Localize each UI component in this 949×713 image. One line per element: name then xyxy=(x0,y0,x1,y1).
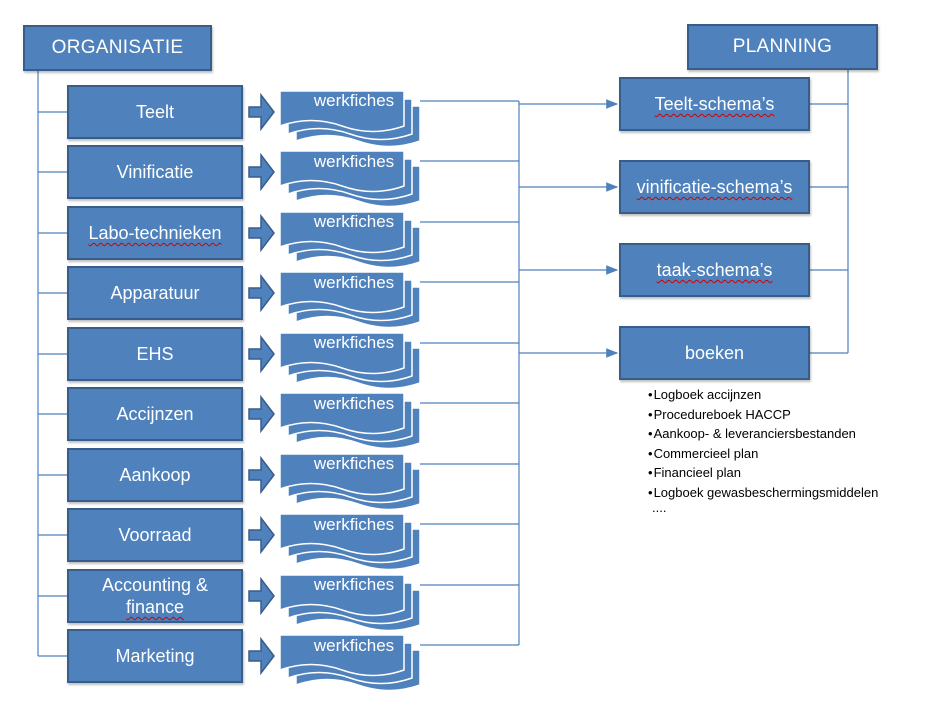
category-accounting-finance: Accounting & finance xyxy=(67,569,243,623)
block-arrow-icon xyxy=(248,455,275,495)
category-voorraad: Voorraad xyxy=(67,508,243,562)
planning-item-label: boeken xyxy=(684,343,745,363)
planning-boeken: boeken xyxy=(619,326,810,380)
block-arrow-icon xyxy=(248,334,275,374)
category-label: EHS xyxy=(136,344,174,364)
planning-vinificatie-schemas: vinificatie-schema’s xyxy=(619,160,810,214)
list-item: Commercieel plan xyxy=(648,444,878,464)
planning-item-label: vinificatie-schema’s xyxy=(636,177,793,197)
block-arrow-icon xyxy=(248,152,275,192)
planning-label: PLANNING xyxy=(732,36,833,57)
category-label: Voorraad xyxy=(118,525,192,545)
block-arrow-icon xyxy=(248,213,275,253)
werkfiches-label: werkfiches xyxy=(313,394,395,413)
category-ehs: EHS xyxy=(67,327,243,381)
category-label: Labo-technieken xyxy=(88,223,222,243)
werkfiches-label: werkfiches xyxy=(313,454,395,473)
planning-box: PLANNING xyxy=(687,24,878,70)
werkfiche-document-icon xyxy=(279,392,405,435)
category-label-line1: Accounting & xyxy=(101,575,209,595)
block-arrow-icon xyxy=(248,273,275,313)
list-item: Financieel plan xyxy=(648,463,878,483)
category-vinificatie: Vinificatie xyxy=(67,145,243,199)
category-label: Marketing xyxy=(115,646,195,666)
werkfiches-label: werkfiches xyxy=(313,333,395,352)
werkfiches-label: werkfiches xyxy=(313,636,395,655)
werkfiche-document-icon xyxy=(279,211,405,254)
werkfiche-document-icon xyxy=(279,271,405,314)
boeken-list-more: .... xyxy=(652,500,667,515)
werkfiche-document-icon xyxy=(279,332,405,375)
werkfiches-label: werkfiches xyxy=(313,575,395,594)
planning-item-label: Teelt-schema’s xyxy=(654,94,775,114)
werkfiche-document-icon xyxy=(279,150,405,193)
boeken-list: Logboek accijnzen Procedureboek HACCP Aa… xyxy=(648,385,879,503)
category-marketing: Marketing xyxy=(67,629,243,683)
category-teelt: Teelt xyxy=(67,85,243,139)
werkfiches-label: werkfiches xyxy=(313,91,395,110)
list-item: Procedureboek HACCP xyxy=(648,405,878,425)
category-apparatuur: Apparatuur xyxy=(67,266,243,320)
werkfiche-document-icon xyxy=(279,513,405,556)
werkfiche-document-icon xyxy=(279,574,405,617)
werkfiche-document-icon xyxy=(279,634,405,677)
werkfiche-document-icon xyxy=(279,90,405,133)
list-item: Aankoop- & leveranciersbestanden xyxy=(648,424,878,444)
category-label: Aankoop xyxy=(119,465,191,485)
category-label: Apparatuur xyxy=(110,283,200,303)
category-aankoop: Aankoop xyxy=(67,448,243,502)
category-label: Teelt xyxy=(135,102,175,122)
list-item: Logboek accijnzen xyxy=(648,385,878,405)
planning-item-label: taak-schema’s xyxy=(656,260,773,280)
organisatie-label: ORGANISATIE xyxy=(51,37,184,58)
planning-teelt-schemas: Teelt-schema’s xyxy=(619,77,810,131)
list-item: Logboek gewasbeschermingsmiddelen xyxy=(648,483,879,503)
werkfiches-label: werkfiches xyxy=(313,515,395,534)
category-label: Accijnzen xyxy=(116,404,194,424)
werkfiches-label: werkfiches xyxy=(313,273,395,292)
block-arrow-icon xyxy=(248,92,275,132)
block-arrow-icon xyxy=(248,515,275,555)
planning-taak-schemas: taak-schema’s xyxy=(619,243,810,297)
organisatie-box: ORGANISATIE xyxy=(23,25,212,71)
block-arrow-icon xyxy=(248,576,275,616)
category-label: Vinificatie xyxy=(116,162,194,182)
block-arrow-icon xyxy=(248,636,275,676)
category-accijnzen: Accijnzen xyxy=(67,387,243,441)
werkfiches-label: werkfiches xyxy=(313,212,395,231)
block-arrow-icon xyxy=(248,394,275,434)
werkfiches-label: werkfiches xyxy=(313,152,395,171)
werkfiche-document-icon xyxy=(279,453,405,496)
category-labo-technieken: Labo-technieken xyxy=(67,206,243,260)
category-label-line2: finance xyxy=(125,597,185,617)
